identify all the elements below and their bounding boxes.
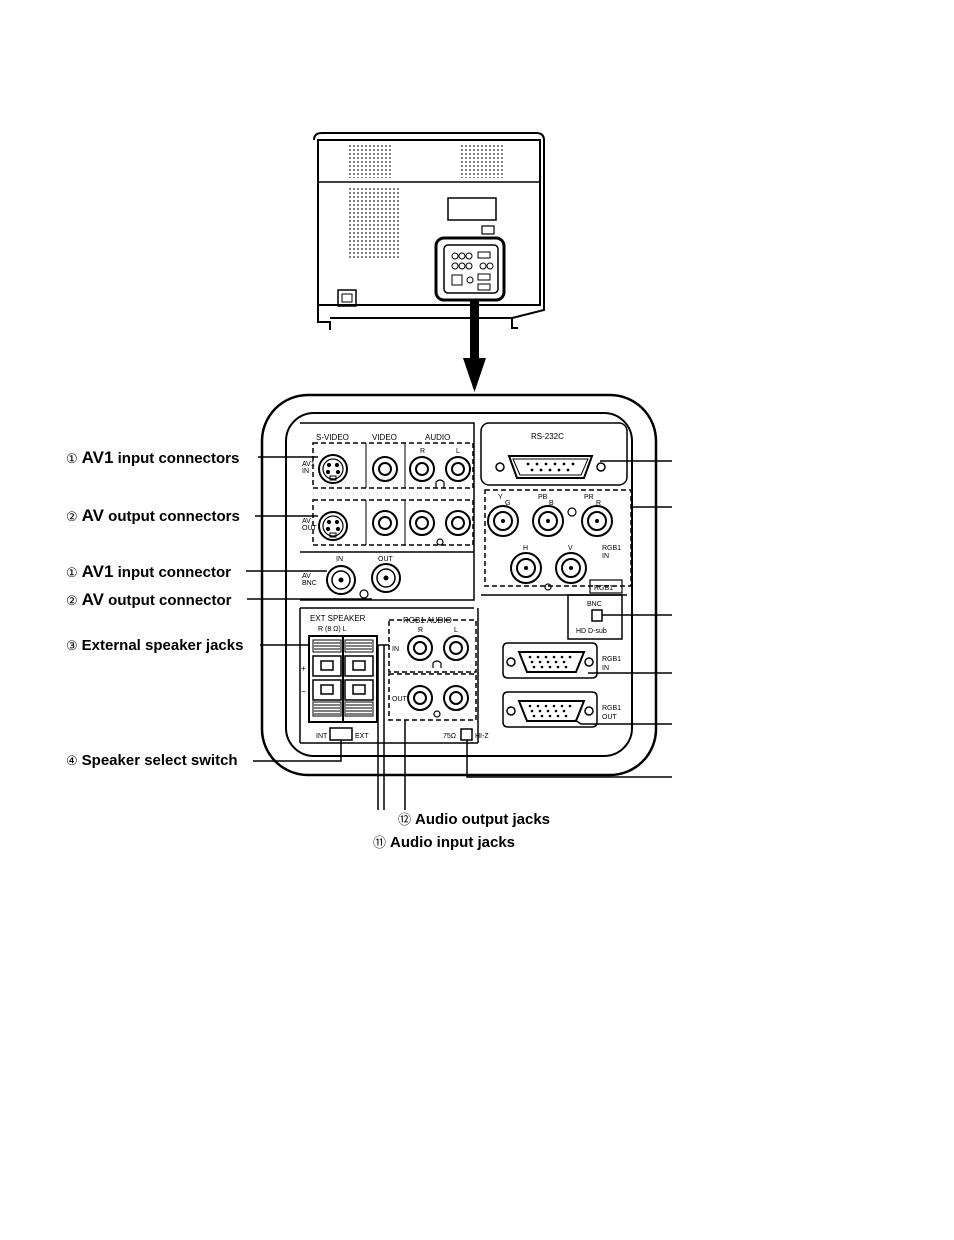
callout-speaker-select-switch: ④ Speaker select switch [66,752,238,769]
label-speaker-rl: R (8 Ω) L [318,626,347,633]
label-r: R [596,500,601,507]
leader-lines [246,456,672,810]
callout-text: Audio output jacks [415,811,550,828]
label-75ohm: 75Ω [443,733,456,740]
label-rgb1-tag: RGB1 [594,585,613,592]
callout-labels: ① AV1 input connectors ② AV output connect… [66,448,550,851]
label-bnc-switch: BNC [587,601,602,608]
label-minus: − [301,687,306,696]
label-hiz: HI-Z [475,733,489,740]
callout-number: ① [66,565,78,580]
callout-number: ⑫ [398,812,411,827]
label-video: VIDEO [372,433,397,442]
label-rgb1-audio: RGB1 AUDIO [403,616,452,625]
label-g: G [505,500,510,507]
callout-audio-input-jacks: ⑪ Audio input jacks [373,834,515,851]
callout-number: ③ [66,638,78,653]
label-rgb1-out-dsub-2: OUT [602,714,618,721]
callout-av1-input-connector: ① AV1 input connector [66,562,231,581]
label-hd-dsub: HD D-sub [576,628,607,635]
callout-text: Speaker select switch [82,752,238,769]
callout-number: ② [66,509,78,524]
monitor-rear-view [313,132,545,330]
zoom-arrow [463,300,486,392]
label-rgb1-bnc-2: IN [602,553,609,560]
callout-text: External speaker jacks [82,637,244,654]
label-rs232c: RS-232C [531,432,564,441]
callout-number: ① [66,451,78,466]
callout-text: Audio input jacks [390,834,515,851]
label-rgb1-audio-r: R [418,627,423,634]
callout-number: ④ [66,753,78,768]
label-pb: PB [538,494,548,501]
label-rgb1-audio-out: OUT [392,696,408,703]
label-audio-r: R [420,448,425,455]
connector-panel [260,393,658,777]
callout-av-output-connectors: ② AV output connectors [66,506,240,525]
label-rgb1-in-dsub-1: RGB1 [602,656,621,663]
callout-audio-output-jacks: ⑫ Audio output jacks [398,811,550,828]
label-av-bnc-1: AV [302,573,311,580]
callout-text: input connectors [113,450,239,467]
callout-emphasis: AV [82,506,105,525]
label-av1-in-2: IN [302,468,309,475]
label-y: Y [498,494,503,501]
label-rgb1-bnc-1: RGB1 [602,545,621,552]
label-int: INT [316,733,328,740]
callout-emphasis: AV1 [82,562,114,581]
label-ext-speaker: EXT SPEAKER [310,614,366,623]
callout-text: output connector [104,592,232,609]
label-rgb1-out-dsub-1: RGB1 [602,705,621,712]
callout-emphasis: AV [82,590,105,609]
callout-external-speaker-jacks: ③ External speaker jacks [66,637,243,654]
label-av-out-1: AV [302,518,311,525]
label-audio-l: L [456,448,460,455]
label-bnc-in: IN [336,556,343,563]
callout-av-output-connector: ② AV output connector [66,590,232,609]
callout-av1-input-connectors: ① AV1 input connectors [66,448,239,467]
label-rgb1-audio-l: L [454,627,458,634]
label-av-out-2: OUT [302,525,318,532]
label-av1-in-1: AV1 [302,461,315,468]
callout-text: output connectors [104,508,240,525]
callout-number: ⑪ [373,835,386,850]
label-v: V [568,545,573,552]
label-av-bnc-2: BNC [302,580,317,587]
label-plus: + [301,664,306,673]
label-ext: EXT [355,733,369,740]
label-audio: AUDIO [425,433,450,442]
label-h: H [523,545,528,552]
callout-number: ② [66,593,78,608]
label-rgb1-in-dsub-2: IN [602,665,609,672]
label-rgb1-audio-in: IN [392,646,399,653]
callout-text: input connector [113,564,231,581]
label-bnc-out: OUT [378,556,394,563]
label-b: B [549,500,554,507]
callout-emphasis: AV1 [82,448,114,467]
label-s-video: S-VIDEO [316,433,349,442]
panel-printed-labels: S-VIDEO VIDEO AUDIO R L AV1 IN AV OUT AV… [301,432,621,740]
label-pr: PR [584,494,594,501]
